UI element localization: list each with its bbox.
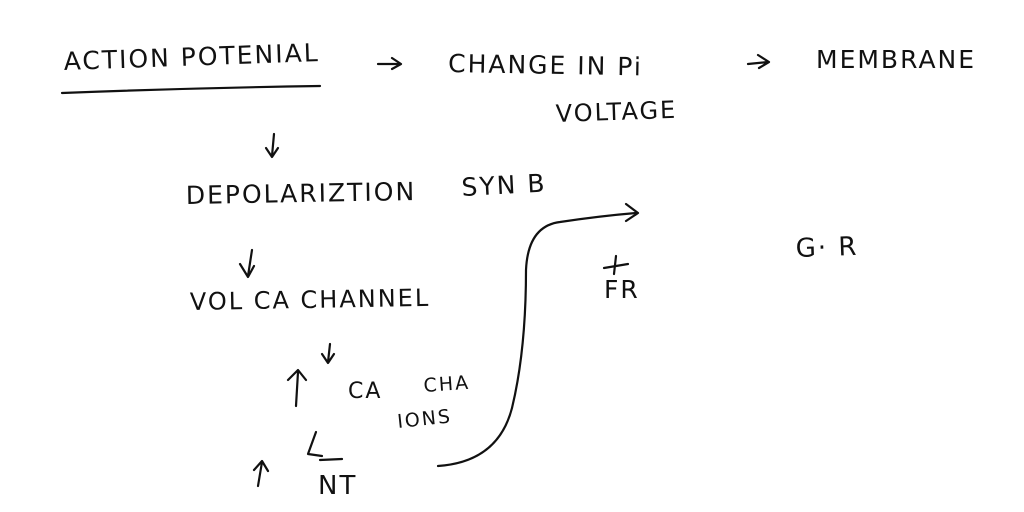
note-nt: NT [318,471,357,501]
arrow-right-2 [746,53,771,70]
arrow-right-1 [376,56,403,71]
note-depolarization: DEPOLARIZTION [186,177,417,210]
arrow-down-3 [320,342,336,365]
arrow-up-1 [286,368,308,408]
curved-arrow-head [624,202,640,223]
arrow-down-2 [238,248,256,279]
note-ions: IONS [396,405,453,433]
note-syn-b: SYN B [461,169,547,202]
nt-overline [318,457,344,462]
note-cha: CHA [423,372,471,397]
fr-strike [602,254,630,276]
note-ca: CA [348,379,382,404]
title-underline [60,84,322,95]
note-g-r: G· R [795,232,859,264]
note-voltage: VOLTAGE [555,96,677,128]
arrow-up-2 [252,459,270,488]
arrow-down-4 [306,430,324,458]
note-vol-ca-channel: VOL CA CHANNEL [190,284,431,316]
note-action-potential: ACTION POTENIAL [63,38,320,76]
curved-arrow [436,211,638,468]
note-membrane: MEMBRANE [816,45,976,74]
note-change-in-pi: CHANGE IN Pi [448,49,643,81]
note-fr: FR [604,275,640,304]
arrow-down-1 [264,132,280,159]
